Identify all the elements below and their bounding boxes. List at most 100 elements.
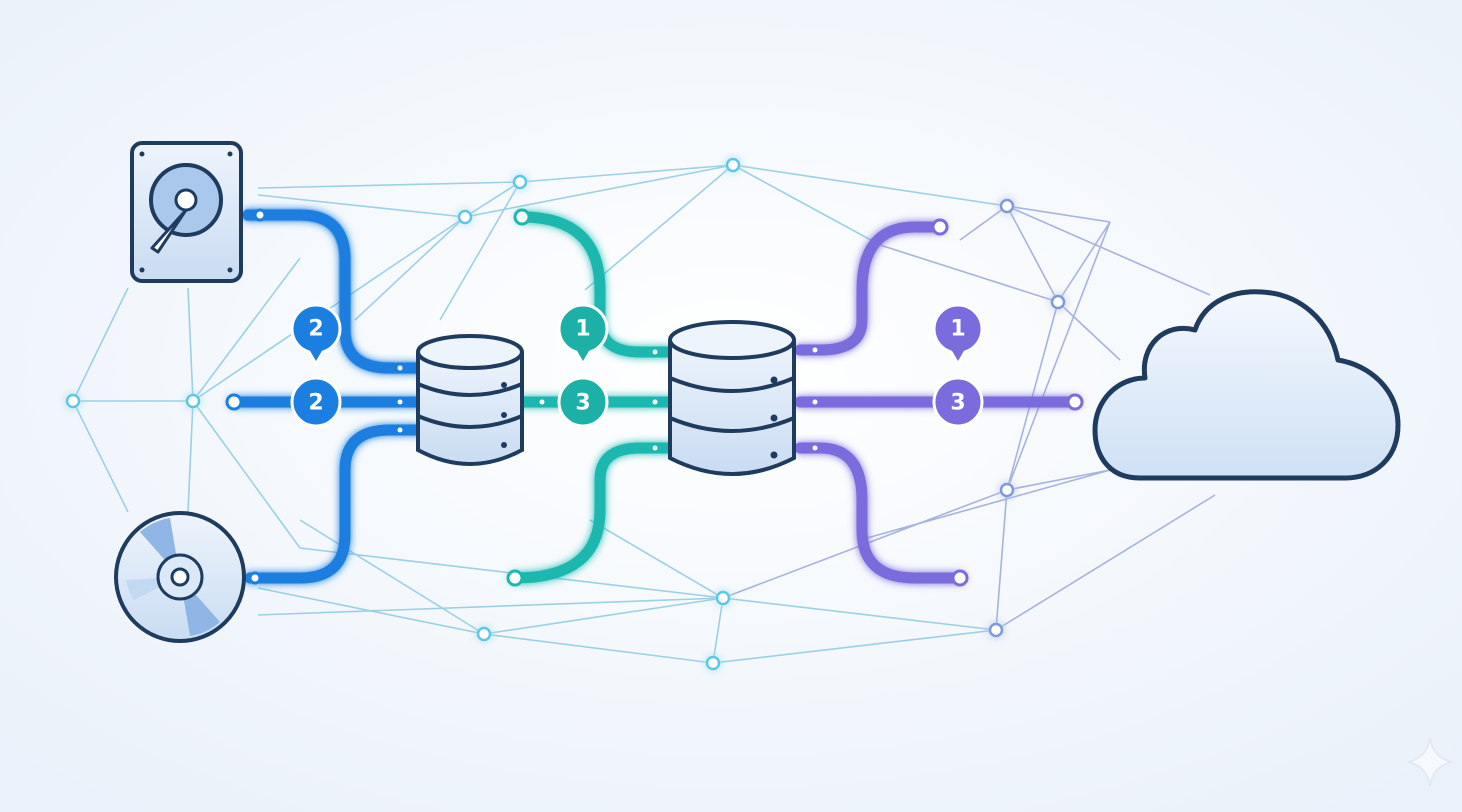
endpoint-dot: [951, 569, 969, 587]
db-light: [770, 376, 778, 384]
badge-label: 3: [950, 391, 965, 416]
mesh-line: [1057, 221, 1111, 303]
pin-badge-shape: [932, 303, 984, 367]
pipe-top-to-db2: [516, 211, 676, 358]
pipe-db2-to-top: [794, 221, 946, 356]
mesh-line: [464, 181, 521, 218]
mesh-line: [299, 519, 485, 635]
mesh-line: [959, 205, 1008, 241]
mesh-line: [257, 181, 521, 189]
mesh-line: [1006, 469, 1111, 491]
endpoint-dot: [809, 396, 821, 408]
endpoint-dot: [809, 442, 821, 454]
endpoint-dot: [225, 393, 243, 411]
endpoint-dot: [1066, 393, 1084, 411]
endpoint-dot: [394, 424, 406, 436]
mesh-line: [72, 400, 129, 513]
optical-disc-icon: [114, 511, 246, 643]
mesh-line: [519, 164, 734, 183]
badge-label: 2: [308, 317, 323, 342]
db-light: [770, 451, 778, 459]
endpoint-dot: [931, 218, 949, 236]
mesh-line: [72, 287, 129, 402]
badges: 2 2 1 3 1 3: [290, 303, 984, 428]
mesh-line: [995, 494, 1216, 631]
mesh-line: [1006, 221, 1111, 491]
pin-badge-shape: [290, 303, 342, 367]
network-node: [457, 209, 473, 225]
pipe-db2-to-bottom: [794, 442, 966, 584]
db-band: [417, 382, 523, 397]
network-node: [1050, 294, 1066, 310]
network-node: [999, 198, 1015, 214]
badge-label: 1: [575, 317, 590, 342]
mesh-line: [483, 597, 724, 635]
db-top: [668, 320, 796, 360]
endpoint-dot: [506, 569, 524, 587]
db-cylinder: [416, 352, 524, 466]
pipe-hdd-to-db: [242, 209, 424, 374]
network-node: [705, 655, 721, 671]
badge-middle-mid: 3: [557, 376, 609, 428]
mesh-line: [584, 164, 734, 291]
mesh-line: [439, 181, 521, 321]
drive-screw: [227, 151, 233, 157]
circle-badge-shape: [290, 376, 342, 428]
badge-source-mid: 2: [290, 376, 342, 428]
mesh-line: [589, 519, 724, 599]
database-icon: [668, 320, 796, 476]
mesh-line: [187, 287, 194, 402]
network-node: [185, 393, 201, 409]
mesh-line: [464, 164, 734, 218]
mesh-line: [1006, 205, 1211, 296]
endpoint-dot: [649, 396, 661, 408]
badge-cloud-mid: 3: [932, 376, 984, 428]
network-node: [715, 590, 731, 606]
network-node: [999, 482, 1015, 498]
pipe-disc-to-db: [244, 424, 424, 584]
db-light: [501, 412, 507, 418]
mesh-line: [483, 633, 714, 664]
endpoint-dot: [394, 396, 406, 408]
drive-screw: [227, 267, 233, 273]
sparkle-shape: [1407, 737, 1453, 787]
endpoint-dot: [394, 362, 406, 374]
db-top: [416, 334, 524, 370]
mesh-line: [732, 164, 881, 246]
mesh-line: [722, 597, 997, 631]
circle-badge-shape: [557, 376, 609, 428]
mesh-line: [192, 257, 301, 402]
cloud-icon: [1092, 289, 1401, 481]
drive-screw: [139, 151, 145, 157]
mesh-line: [1057, 301, 1121, 361]
db-cylinder: [668, 340, 796, 476]
endpoint-dot: [513, 208, 531, 226]
mesh-line: [192, 400, 301, 549]
hard-drive-icon: [130, 141, 243, 283]
endpoint-dot: [809, 344, 821, 356]
mesh-line: [1006, 301, 1059, 491]
mesh-line: [257, 597, 724, 616]
drive-screw: [139, 267, 145, 273]
mesh-line: [354, 216, 466, 321]
mesh-line: [732, 164, 1008, 207]
badge-source-top: 2: [290, 303, 342, 367]
mesh-line: [187, 400, 194, 513]
network-node: [725, 157, 741, 173]
network-node: [476, 626, 492, 642]
badge-label: 1: [950, 317, 965, 342]
db-band: [669, 376, 795, 393]
db-light: [770, 414, 778, 422]
mesh-line: [1006, 205, 1111, 223]
endpoint-dot: [536, 396, 548, 408]
pipe-endpoints: [225, 208, 1084, 587]
endpoint-dot: [253, 208, 267, 222]
network-node: [988, 622, 1004, 638]
mesh-line: [1006, 205, 1059, 303]
drive-arm: [150, 208, 188, 254]
drive-spindle: [174, 188, 198, 212]
db-light: [501, 382, 507, 388]
endpoint-dot: [649, 346, 661, 358]
